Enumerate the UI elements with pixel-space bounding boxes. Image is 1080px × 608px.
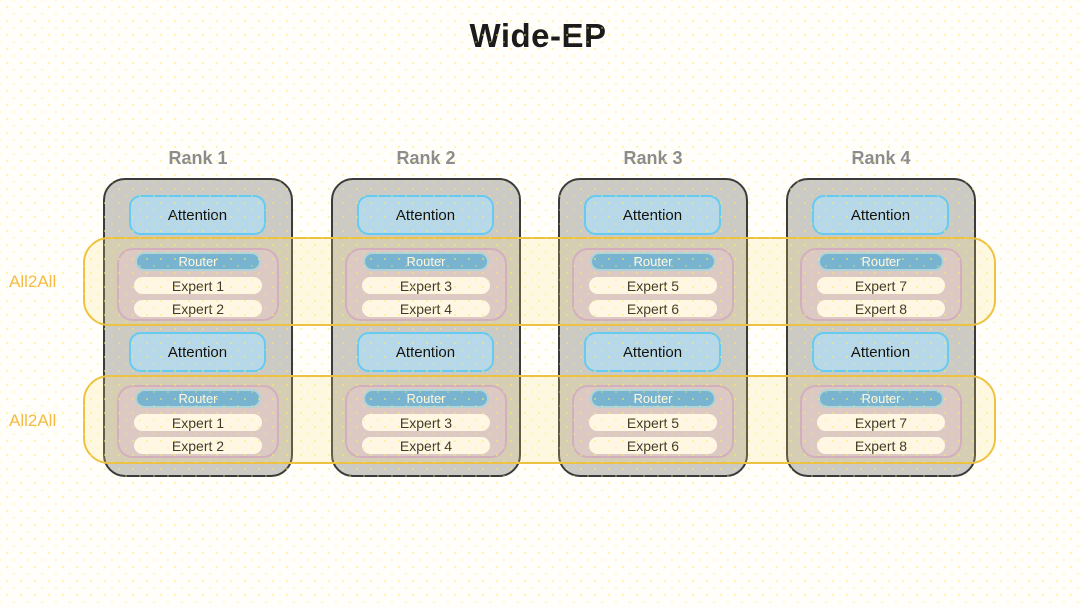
rank-4-layer-1-expert-block: Expert 7 xyxy=(817,277,945,295)
rank-2-layer-1-expert-block: Expert 3 xyxy=(362,277,490,295)
rank-3-layer-1-router-block: Router xyxy=(590,252,716,272)
rank-4-layer-1-expert-group: Router Expert 7 Expert 8 xyxy=(800,248,962,321)
rank-4-layer-2-expert-block: Expert 8 xyxy=(817,437,945,454)
rank-column-2: Rank 2 Attention Router Expert 3 Expert … xyxy=(331,148,521,477)
rank-4-layer-2-expert-block: Expert 7 xyxy=(817,414,945,432)
rank-2-layer-2-attention-block: Attention xyxy=(357,332,494,372)
rank-1-layer-1-expert-group: Router Expert 1 Expert 2 xyxy=(117,248,279,321)
rank-4-layer-2-router-block: Router xyxy=(818,389,944,409)
rank-3-layer-1-expert-block: Expert 5 xyxy=(589,277,717,295)
rank-4-layer-2-expert-group: Router Expert 7 Expert 8 xyxy=(800,385,962,458)
rank-1-layer-2-router-block: Router xyxy=(135,389,261,409)
rank-1-layer-1-expert-block: Expert 2 xyxy=(134,300,262,317)
rank-1-layer-2-expert-block: Expert 1 xyxy=(134,414,262,432)
all2all-label-1: All2All xyxy=(9,272,57,291)
rank-2-layer-1-attention-block: Attention xyxy=(357,195,494,235)
rank-1-layer-1-attention-block: Attention xyxy=(129,195,266,235)
rank-4-layer-1-attention-block: Attention xyxy=(812,195,949,235)
rank-2-layer-2-expert-block: Expert 4 xyxy=(362,437,490,454)
rank-3-layer-2-expert-block: Expert 5 xyxy=(589,414,717,432)
rank-2-layer-2-router-block: Router xyxy=(363,389,489,409)
rank-4-layer-1-expert-block: Expert 8 xyxy=(817,300,945,317)
rank-3-layer-1-expert-group: Router Expert 5 Expert 6 xyxy=(572,248,734,321)
rank-column-4: Rank 4 Attention Router Expert 7 Expert … xyxy=(786,148,976,477)
rank-column-1: Rank 1 Attention Router Expert 1 Expert … xyxy=(103,148,293,477)
rank-3-layer-2-attention-block: Attention xyxy=(584,332,721,372)
rank-2-layer-1-expert-group: Router Expert 3 Expert 4 xyxy=(345,248,507,321)
rank-2-layer-1-router-block: Router xyxy=(363,252,489,272)
rank-4-box: Attention Router Expert 7 Expert 8 Atten… xyxy=(786,178,976,477)
rank-2-layer-2-expert-block: Expert 3 xyxy=(362,414,490,432)
rank-1-layer-1-expert-block: Expert 1 xyxy=(134,277,262,295)
rank-1-layer-1-router-block: Router xyxy=(135,252,261,272)
rank-2-layer-1-expert-block: Expert 4 xyxy=(362,300,490,317)
rank-3-box: Attention Router Expert 5 Expert 6 Atten… xyxy=(558,178,748,477)
rank-4-layer-2-attention-block: Attention xyxy=(812,332,949,372)
rank-3-layer-1-attention-block: Attention xyxy=(584,195,721,235)
rank-1-layer-2-expert-group: Router Expert 1 Expert 2 xyxy=(117,385,279,458)
rank-2-box: Attention Router Expert 3 Expert 4 Atten… xyxy=(331,178,521,477)
rank-column-3: Rank 3 Attention Router Expert 5 Expert … xyxy=(558,148,748,477)
rank-3-layer-2-expert-group: Router Expert 5 Expert 6 xyxy=(572,385,734,458)
rank-1-layer-2-expert-block: Expert 2 xyxy=(134,437,262,454)
all2all-label-2: All2All xyxy=(9,411,57,430)
rank-3-layer-2-expert-block: Expert 6 xyxy=(589,437,717,454)
rank-4-label: Rank 4 xyxy=(851,148,911,168)
rank-3-layer-1-expert-block: Expert 6 xyxy=(589,300,717,317)
rank-1-layer-2-attention-block: Attention xyxy=(129,332,266,372)
rank-2-label: Rank 2 xyxy=(396,148,456,168)
rank-2-layer-2-expert-group: Router Expert 3 Expert 4 xyxy=(345,385,507,458)
rank-1-label: Rank 1 xyxy=(168,148,228,168)
rank-4-layer-1-router-block: Router xyxy=(818,252,944,272)
rank-1-box: Attention Router Expert 1 Expert 2 Atten… xyxy=(103,178,293,477)
rank-3-label: Rank 3 xyxy=(623,148,683,168)
diagram-title: Wide-EP xyxy=(469,17,607,54)
rank-3-layer-2-router-block: Router xyxy=(590,389,716,409)
